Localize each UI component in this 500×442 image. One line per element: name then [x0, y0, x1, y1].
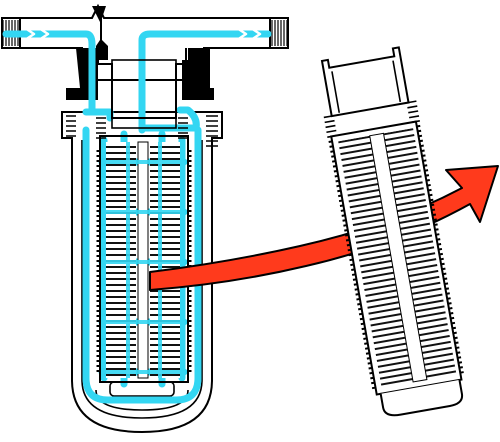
chevron-right-icon [233, 24, 262, 44]
housing-right [182, 48, 214, 100]
outlet-pipe [269, 17, 289, 49]
removed-mesh-left [338, 135, 414, 388]
chevron-right-icon [21, 24, 50, 44]
inlet-pipe [1, 3, 270, 81]
curved-arrow-icon [149, 165, 499, 291]
pipe-divider [92, 6, 108, 60]
water-flow-overlay [106, 142, 180, 378]
removed-cartridge [320, 46, 465, 417]
removed-mesh-right [383, 128, 457, 380]
